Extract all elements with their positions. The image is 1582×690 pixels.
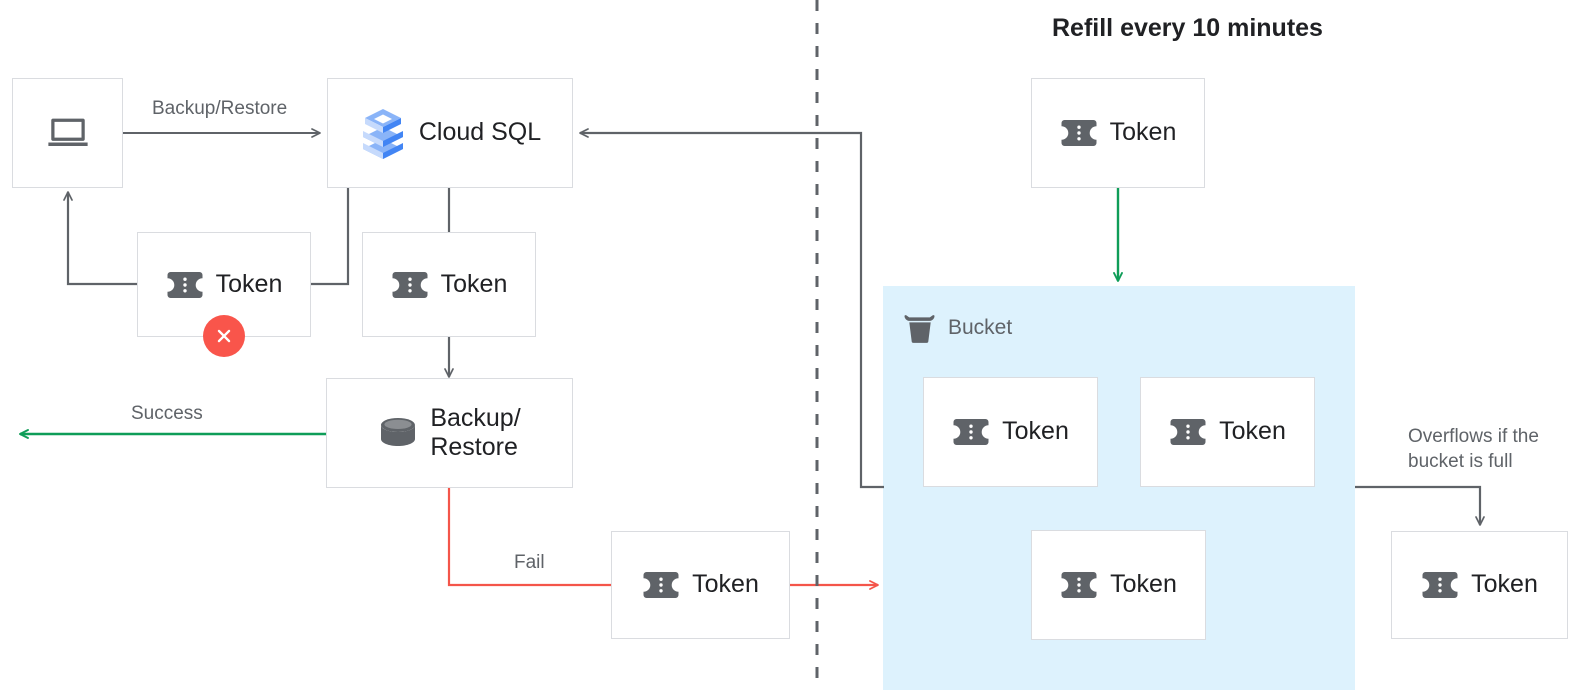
node-label: Token xyxy=(1471,570,1538,599)
bucket-label: Bucket xyxy=(948,316,1013,339)
node-token-refill[interactable]: Token xyxy=(1031,78,1205,188)
laptop-icon xyxy=(46,115,90,151)
edge-label-fail: Fail xyxy=(514,552,545,573)
node-bucket-token-1[interactable]: Token xyxy=(923,377,1098,487)
node-label: Token xyxy=(1219,417,1286,446)
edge-label-backup-restore: Backup/Restore xyxy=(152,98,288,119)
edge-bucket-overflow xyxy=(1355,485,1485,526)
node-label: Backup/ Restore xyxy=(430,403,521,462)
token-icon xyxy=(166,270,204,300)
cloud-sql-icon xyxy=(359,105,407,161)
node-label: Token xyxy=(215,269,283,298)
node-cloud-sql[interactable]: Cloud SQL xyxy=(327,78,573,188)
token-icon xyxy=(391,270,429,300)
token-icon xyxy=(1060,570,1098,600)
node-label: Cloud SQL xyxy=(418,118,542,147)
node-token-overflow[interactable]: Token xyxy=(1391,531,1568,639)
close-icon xyxy=(217,329,231,343)
error-badge xyxy=(203,315,245,357)
edge-cloudsql-to-token-failed xyxy=(311,187,350,286)
node-label: Token xyxy=(692,570,759,599)
node-token-issued[interactable]: Token xyxy=(362,232,536,337)
node-client[interactable] xyxy=(12,78,123,188)
bucket-caption: Bucket xyxy=(903,312,1012,344)
node-backup-restore[interactable]: Backup/ Restore xyxy=(326,378,573,488)
edge-label-success: Success xyxy=(131,403,203,424)
node-bucket-token-3[interactable]: Token xyxy=(1031,530,1206,640)
edge-token-failed-to-client xyxy=(63,191,137,286)
refill-title: Refill every 10 minutes xyxy=(1052,14,1323,42)
node-label: Token xyxy=(1002,417,1069,446)
node-bucket-token-2[interactable]: Token xyxy=(1140,377,1315,487)
database-icon xyxy=(378,415,418,451)
edge-label-overflow: Overflows if the bucket is full xyxy=(1408,426,1539,473)
token-icon xyxy=(952,417,990,447)
edge-bucket-to-cloudsql xyxy=(579,128,884,489)
node-label: Token xyxy=(1110,570,1177,599)
node-label: Token xyxy=(440,269,508,298)
bucket-icon xyxy=(903,312,937,344)
token-icon xyxy=(1060,118,1098,148)
token-icon xyxy=(1421,570,1459,600)
node-label: Token xyxy=(1109,118,1177,147)
token-icon xyxy=(642,570,680,600)
token-icon xyxy=(1169,417,1207,447)
node-token-fail-path[interactable]: Token xyxy=(611,531,790,639)
